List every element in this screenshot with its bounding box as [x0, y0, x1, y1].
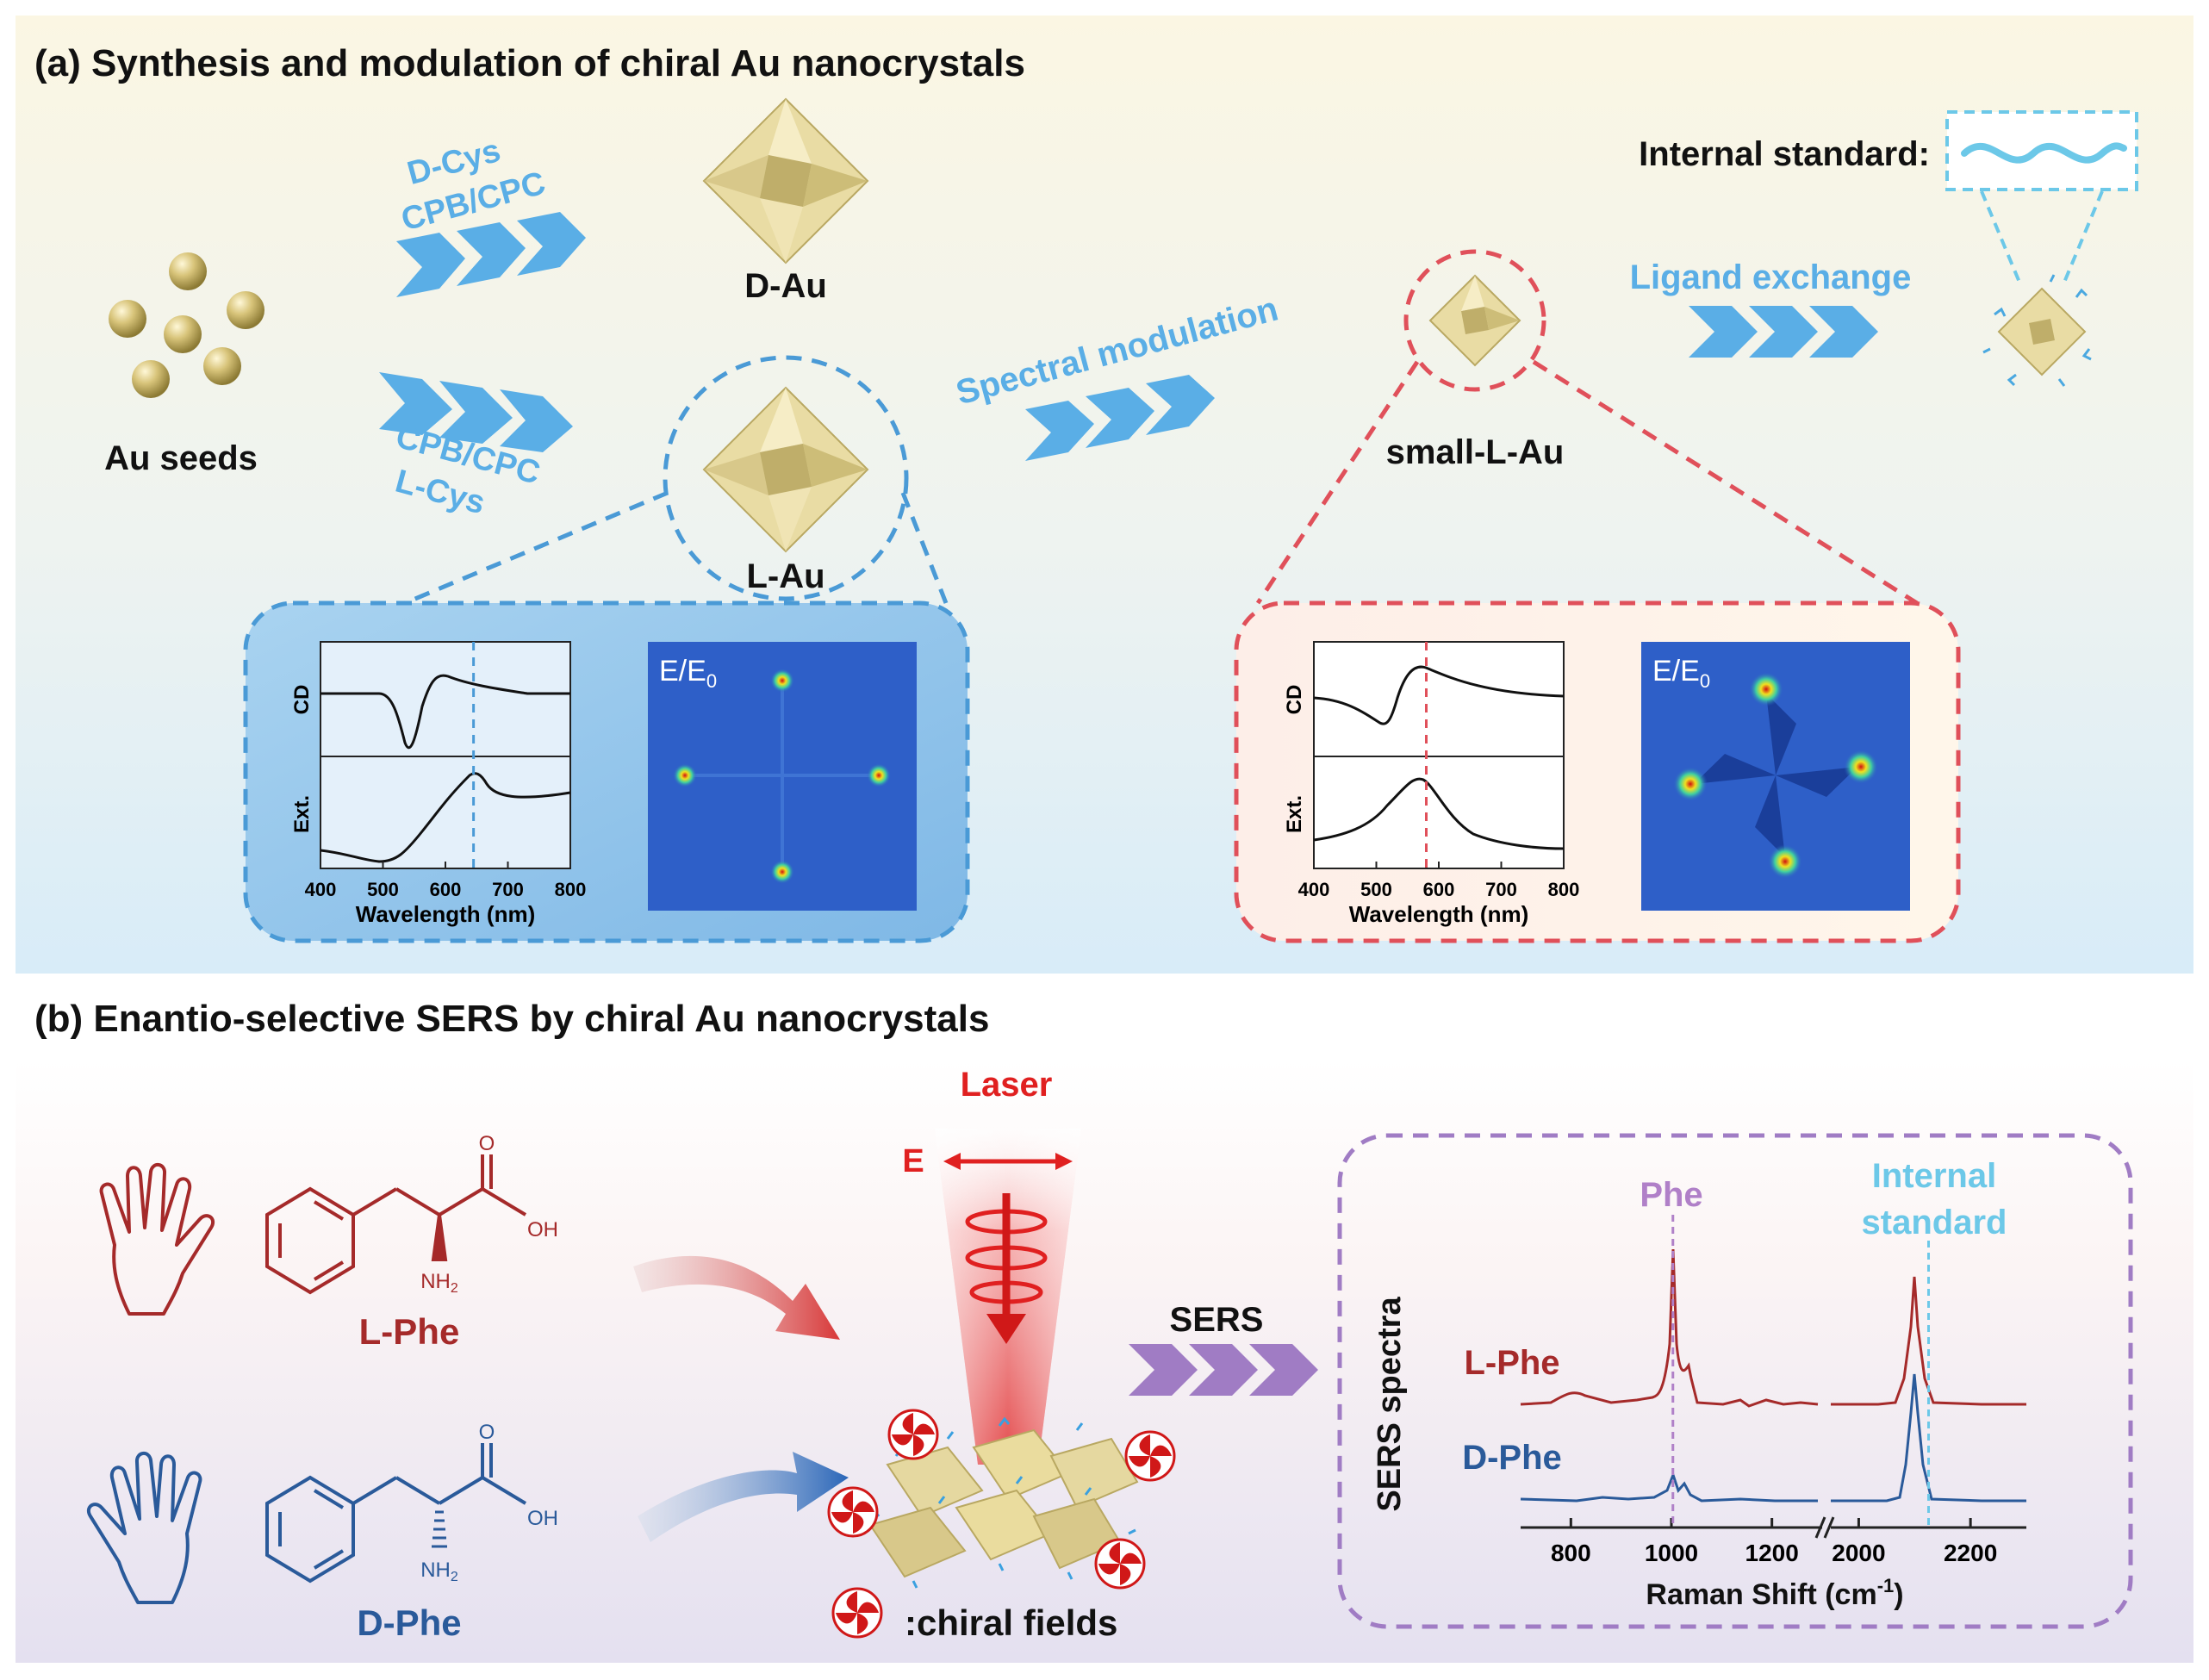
l-phe-nh-sub: 2	[451, 1281, 458, 1296]
l-au-xlabel: Wavelength (nm)	[356, 901, 535, 927]
left-hand-icon	[86, 1452, 202, 1604]
d-phe-oh: OH	[527, 1507, 558, 1530]
l-phe-spectrum-right	[1831, 1276, 2026, 1406]
small-l-au-tick-label: 400	[1298, 879, 1330, 900]
l-phe-oh: OH	[527, 1218, 558, 1241]
svg-text:E/E0: E/E0	[1652, 655, 1710, 692]
spectra-xlabel: Raman Shift (cm	[1646, 1578, 1876, 1611]
small-l-au-cd-label: CD	[1283, 685, 1306, 715]
spectra-tick-label: 2200	[1944, 1540, 1997, 1566]
sers-chevron-arrow	[1129, 1344, 1318, 1396]
l-au-tick-label: 600	[430, 879, 462, 900]
spectra-xlabel-end: )	[1894, 1578, 1903, 1611]
l-au-tick-label: 800	[555, 879, 587, 900]
spectra-xlabel-sup: -1	[1877, 1575, 1895, 1596]
internal-standard-peak-label-1: Internal	[1872, 1157, 1996, 1195]
d-phe-spectrum-right	[1831, 1373, 2026, 1503]
spectrum-l-phe-label: L-Phe	[1464, 1344, 1559, 1382]
small-l-au-spectra-plot: CD Ext. 400 500 600 700 800 Wavelength (nm)	[1283, 641, 1580, 927]
sers-label: SERS	[1170, 1301, 1264, 1339]
right-hand-icon	[99, 1163, 215, 1316]
laser-label: Laser	[961, 1066, 1053, 1104]
l-au-nanocrystal	[702, 386, 869, 553]
chiral-field-icons	[827, 1409, 1176, 1639]
l-au-highlight-circle	[663, 355, 909, 601]
d-phe-o: O	[479, 1421, 495, 1444]
internal-standard-peak-label-2: standard	[1862, 1204, 2007, 1241]
small-l-au-field-map: E/E0	[1641, 642, 1910, 911]
small-l-au-label: small-L-Au	[1386, 433, 1565, 471]
panel-b-title: (b) Enantio-selective SERS by chiral Au …	[34, 998, 989, 1040]
ligand-coated-nanocrystal	[1982, 274, 2092, 387]
small-l-au-ext-label: Ext.	[1283, 795, 1306, 833]
small-l-au-nanocrystal	[1428, 274, 1521, 367]
lower-chevron-arrow	[379, 372, 573, 452]
d-phe-molecule	[265, 1443, 527, 1584]
small-l-au-highlight-circle	[1403, 249, 1546, 392]
panel-a-title: (a) Synthesis and modulation of chiral A…	[34, 42, 1025, 84]
l-au-tick-label: 500	[367, 879, 399, 900]
au-seeds-label: Au seeds	[104, 439, 258, 477]
spectrum-d-phe-label: D-Phe	[1462, 1439, 1562, 1477]
small-l-au-field-map-label: E/E	[1652, 655, 1700, 688]
small-l-au-tick-label: 500	[1360, 879, 1392, 900]
small-l-au-xlabel: Wavelength (nm)	[1349, 901, 1528, 927]
internal-standard-wave-icon	[1961, 142, 2127, 164]
spectral-chevron-arrow	[1025, 375, 1215, 461]
l-au-cd-label: CD	[290, 685, 314, 715]
d-phe-spectrum-left	[1520, 1471, 1818, 1503]
internal-standard-label: Internal standard:	[1639, 135, 1930, 173]
svg-text:Raman Shift (cm-1): Raman Shift (cm-1)	[1646, 1575, 1903, 1611]
l-au-connector-left	[404, 490, 669, 606]
small-l-au-connector-left	[1255, 360, 1420, 605]
l-au-field-map-label: E/E	[659, 655, 706, 688]
d-phe-curved-arrow	[638, 1452, 849, 1542]
l-au-cd-curve	[320, 674, 570, 750]
sers-spectra-ylabel: SERS spectra	[1372, 1297, 1408, 1512]
ligand-exchange-chevron-arrow	[1689, 306, 1878, 358]
upper-chevron-arrow	[396, 212, 586, 297]
d-phe-nh-sub: 2	[451, 1570, 458, 1584]
l-phe-curved-arrow	[633, 1255, 840, 1340]
spectra-tick-label: 1200	[1745, 1540, 1799, 1566]
l-au-field-map: E/E0	[648, 642, 917, 911]
sers-spectra-box	[1337, 1133, 2133, 1629]
l-au-ext-label: Ext.	[290, 795, 314, 833]
l-au-ext-curve	[320, 772, 571, 863]
l-au-spectra-plot: CD Ext. 400 500 600 700 800 Wavelength (nm)	[290, 641, 587, 927]
svg-text:NH2: NH2	[420, 1270, 458, 1296]
l-au-tick-label: 400	[305, 879, 337, 900]
spectra-tick-label: 800	[1551, 1540, 1591, 1566]
small-l-au-tick-label: 800	[1548, 879, 1580, 900]
l-au-field-map-sub: 0	[706, 670, 717, 692]
l-phe-o: O	[479, 1132, 495, 1155]
d-phe-label: D-Phe	[357, 1602, 461, 1643]
au-seeds	[109, 252, 264, 398]
svg-text:E/E0: E/E0	[659, 655, 717, 692]
axis-break-icon	[1814, 1516, 1835, 1539]
small-l-au-tick-label: 600	[1423, 879, 1455, 900]
l-phe-nh: NH	[420, 1270, 451, 1293]
spectra-tick-label: 1000	[1645, 1540, 1698, 1566]
l-phe-label: L-Phe	[359, 1311, 460, 1352]
e-label: E	[902, 1143, 924, 1179]
d-au-nanocrystal	[702, 97, 869, 264]
ligand-exchange-label: Ligand exchange	[1630, 258, 1912, 296]
small-l-au-tick-label: 700	[1485, 879, 1517, 900]
l-au-label: L-Au	[746, 557, 824, 595]
d-au-label: D-Au	[744, 267, 827, 305]
d-phe-nh: NH	[420, 1559, 451, 1582]
l-phe-spectrum-left	[1520, 1248, 1819, 1408]
phe-peak-label: Phe	[1640, 1176, 1702, 1214]
l-au-tick-label: 700	[492, 879, 524, 900]
small-l-au-ext-curve	[1313, 777, 1565, 850]
spectra-tick-label: 2000	[1832, 1540, 1885, 1566]
l-phe-molecule	[265, 1154, 527, 1295]
svg-text:NH2: NH2	[420, 1559, 458, 1584]
small-l-au-field-map-sub: 0	[1700, 670, 1710, 692]
chiral-fields-label: :chiral fields	[905, 1602, 1117, 1643]
l-au-connector-right	[900, 492, 949, 604]
small-l-au-cd-curve	[1313, 665, 1565, 725]
